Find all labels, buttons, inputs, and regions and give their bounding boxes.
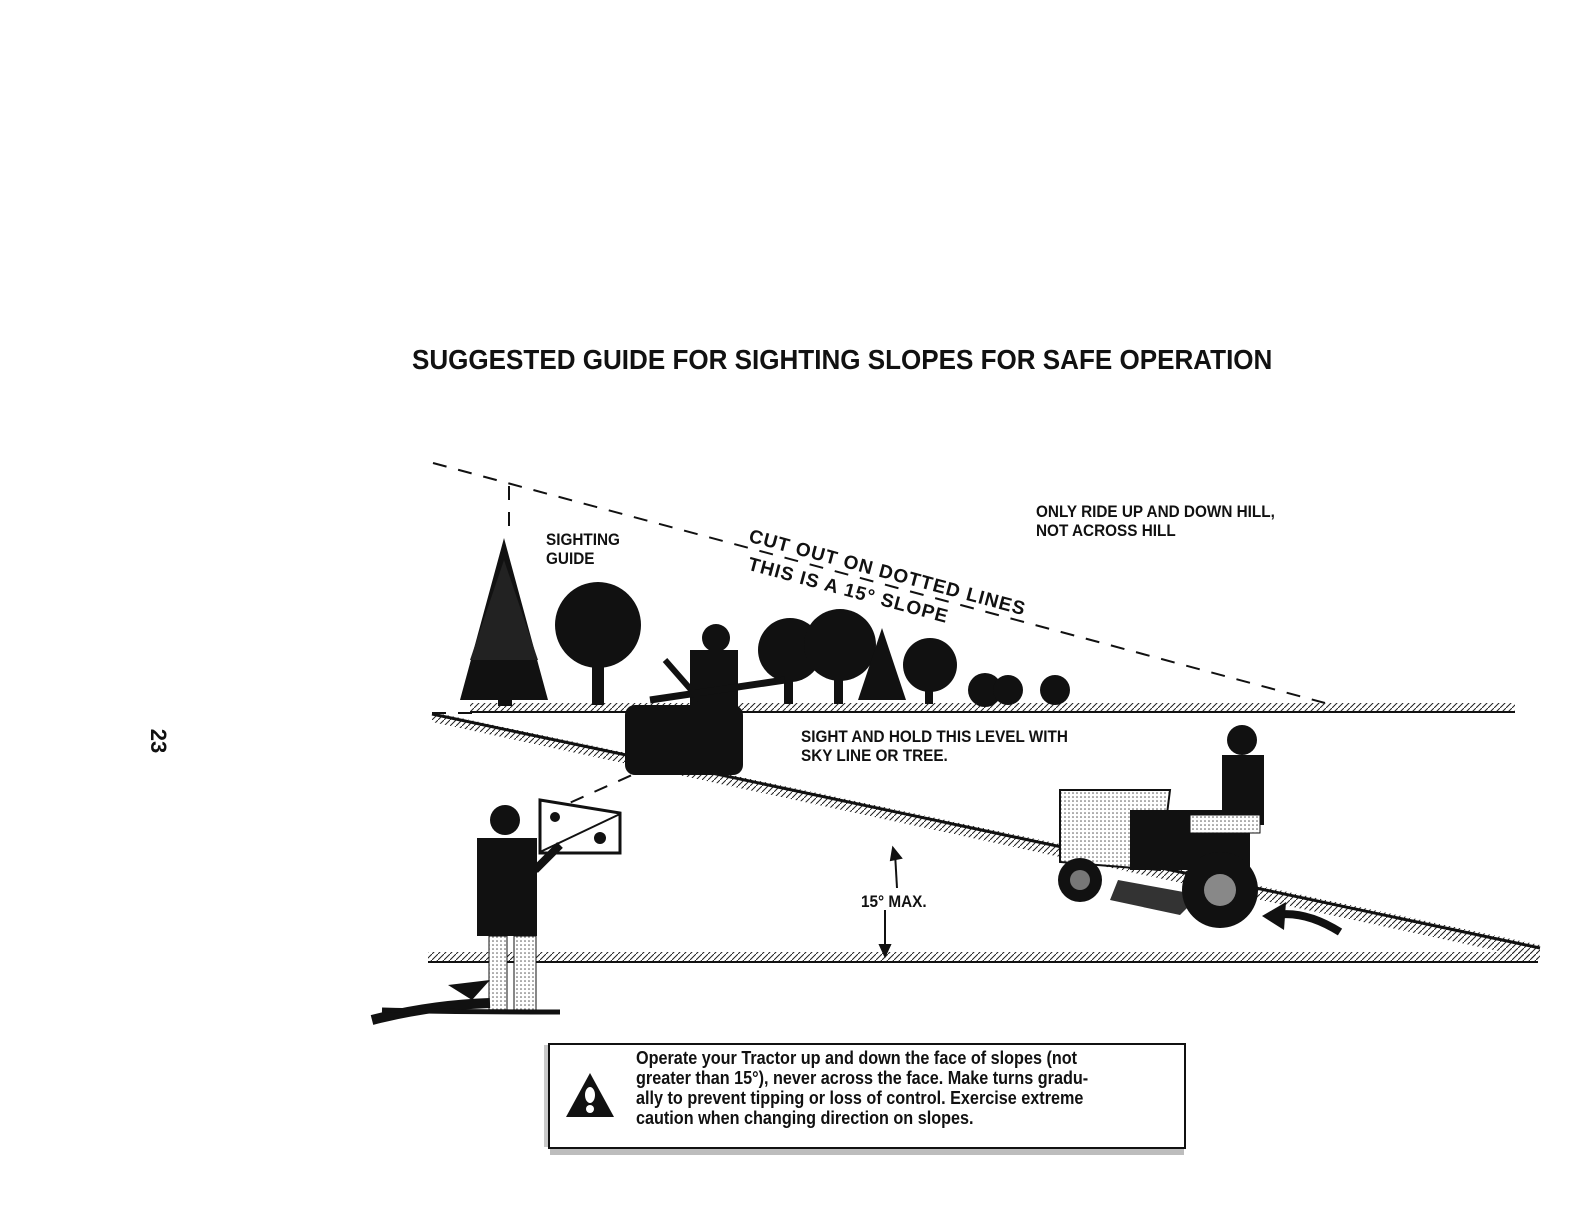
- direction-arrow-icon: [1262, 902, 1343, 936]
- page-title: SUGGESTED GUIDE FOR SIGHTING SLOPES FOR …: [412, 344, 1273, 375]
- sighting-guide-label: SIGHTING GUIDE: [546, 530, 620, 568]
- man-with-guide-icon: [477, 798, 622, 1012]
- warning-box: Operate your Tractor up and down the fac…: [548, 1043, 1186, 1149]
- tractor-rider-upper-icon: [625, 624, 786, 775]
- angle-indicator: [878, 845, 903, 959]
- tree-row-icons: [555, 582, 1070, 707]
- ground-line: [428, 952, 1538, 963]
- sight-level-note: SIGHT AND HOLD THIS LEVEL WITH SKY LINE …: [801, 727, 1068, 765]
- pine-tree-icon: [460, 538, 548, 706]
- tractor-rider-lower-icon: [1058, 725, 1264, 928]
- max-angle-label: 15° MAX.: [861, 892, 927, 911]
- warning-text: Operate your Tractor up and down the fac…: [636, 1048, 1089, 1128]
- turn-arrow-icon: [370, 980, 561, 1025]
- ride-direction-note: ONLY RIDE UP AND DOWN HILL, NOT ACROSS H…: [1036, 502, 1275, 540]
- warning-triangle-icon: [566, 1073, 614, 1117]
